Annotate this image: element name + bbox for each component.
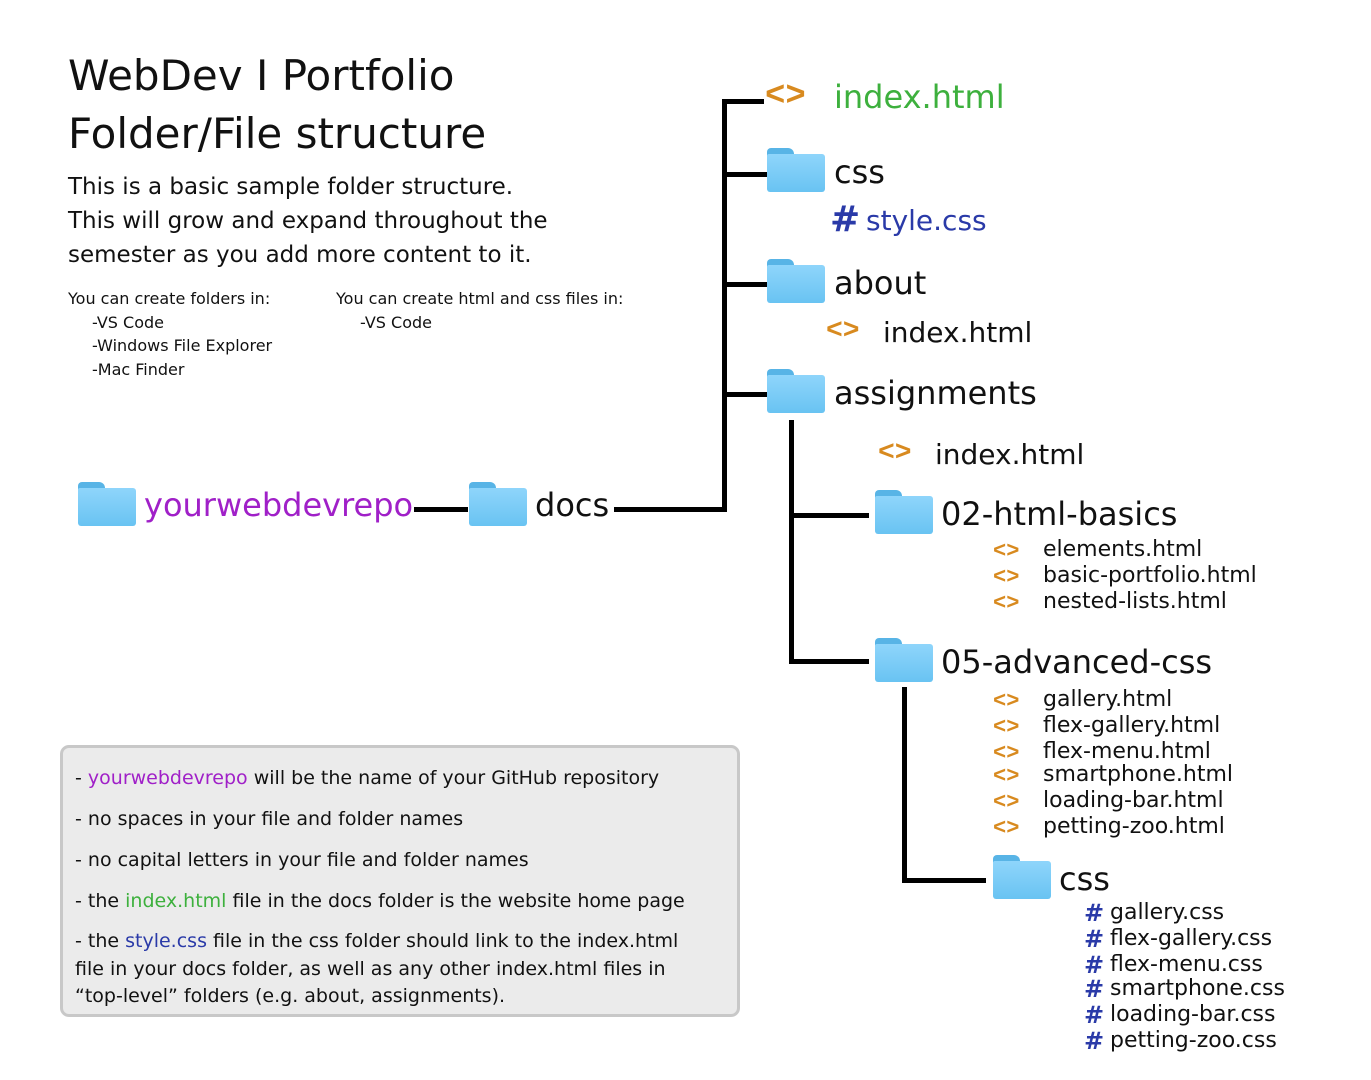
- style-css-file[interactable]: style.css: [866, 204, 987, 237]
- folder-icon[interactable]: [993, 855, 1051, 899]
- about-index-file[interactable]: index.html: [883, 316, 1033, 349]
- folder-icon[interactable]: [767, 369, 825, 413]
- assignments-folder-label[interactable]: assignments: [834, 374, 1037, 412]
- intro-text: This is a basic sample folder structure.…: [68, 170, 548, 272]
- css-file[interactable]: flex-menu.css: [1110, 952, 1263, 977]
- html-file[interactable]: elements.html: [1043, 537, 1203, 562]
- note-text: - the: [75, 930, 126, 952]
- html-tag-icon: <>: [826, 316, 860, 347]
- html-file[interactable]: loading-bar.html: [1043, 788, 1224, 813]
- html-tag-icon: <>: [993, 565, 1020, 590]
- branch-assignments: [722, 392, 767, 397]
- html-tag-icon: <>: [993, 689, 1020, 714]
- html-file[interactable]: flex-gallery.html: [1043, 713, 1221, 738]
- html-tag-icon: <>: [993, 816, 1020, 841]
- html-tag-icon: <>: [993, 790, 1020, 815]
- html-tag-icon: <>: [993, 591, 1020, 616]
- page-title: WebDev I Portfolio Folder/File structure: [68, 47, 486, 163]
- assignments-index-file[interactable]: index.html: [935, 438, 1085, 471]
- folder-icon[interactable]: [767, 259, 825, 303]
- create-folders-item: -Mac Finder: [92, 359, 185, 379]
- hash-icon: #: [1084, 1001, 1105, 1029]
- css-folder-label[interactable]: css: [834, 153, 885, 191]
- note-highlight-repo: yourwebdevrepo: [87, 767, 248, 789]
- folder-icon[interactable]: [469, 482, 527, 526]
- html-file[interactable]: petting-zoo.html: [1043, 814, 1225, 839]
- html-tag-icon: <>: [993, 741, 1020, 766]
- intro-line-2: This will grow and expand throughout the: [68, 208, 548, 234]
- create-folders-item: -VS Code: [92, 312, 164, 332]
- hash-icon: #: [830, 199, 861, 240]
- branch-html-basics: [789, 513, 869, 518]
- advanced-css-trunk-line: [902, 687, 907, 883]
- note-no-spaces: - no spaces in your file and folder name…: [75, 808, 464, 830]
- css-file[interactable]: gallery.css: [1110, 900, 1225, 925]
- branch-advanced-css-folder: [902, 878, 986, 883]
- intro-line-1: This is a basic sample folder structure.: [68, 174, 514, 200]
- branch-root-index: [722, 99, 764, 104]
- note-style-link-line3: “top-level” folders (e.g. about, assignm…: [75, 985, 506, 1007]
- css-file[interactable]: flex-gallery.css: [1110, 926, 1273, 951]
- html-file[interactable]: smartphone.html: [1043, 762, 1233, 787]
- branch-css: [722, 172, 767, 177]
- html-file[interactable]: gallery.html: [1043, 687, 1173, 712]
- root-index-file[interactable]: index.html: [834, 78, 1005, 116]
- html-file[interactable]: nested-lists.html: [1043, 589, 1227, 614]
- note-text: - the: [75, 890, 126, 912]
- folder-icon[interactable]: [875, 638, 933, 682]
- html-tag-icon: <>: [878, 438, 912, 469]
- note-text: -: [75, 767, 88, 789]
- html-basics-folder-label[interactable]: 02-html-basics: [941, 495, 1178, 533]
- nested-css-folder-label[interactable]: css: [1059, 860, 1110, 898]
- note-text: file in the css folder should link to th…: [206, 930, 679, 952]
- note-highlight-index: index.html: [125, 890, 227, 912]
- create-files-item: -VS Code: [360, 312, 432, 332]
- docs-trunk-line: [722, 99, 727, 512]
- hash-icon: #: [1084, 925, 1105, 953]
- css-file[interactable]: smartphone.css: [1110, 976, 1285, 1001]
- html-file[interactable]: flex-menu.html: [1043, 739, 1211, 764]
- note-repo-name: - yourwebdevrepo will be the name of you…: [75, 762, 725, 803]
- note-style-link: - the style.css file in the css folder s…: [75, 928, 725, 956]
- advanced-css-folder-label[interactable]: 05-advanced-css: [941, 643, 1213, 681]
- hash-icon: #: [1084, 951, 1105, 979]
- html-tag-icon: <>: [993, 715, 1020, 740]
- notes-box: - yourwebdevrepo will be the name of you…: [60, 745, 740, 1017]
- folder-icon[interactable]: [875, 490, 933, 534]
- branch-advanced-css: [789, 659, 869, 664]
- folder-icon[interactable]: [767, 148, 825, 192]
- folder-icon[interactable]: [78, 482, 136, 526]
- repo-label[interactable]: yourwebdevrepo: [144, 486, 414, 524]
- note-home-page: - the index.html file in the docs folder…: [75, 885, 725, 926]
- create-files-heading: You can create html and css files in:: [336, 289, 624, 308]
- title-line-1: WebDev I Portfolio: [68, 51, 455, 100]
- create-folders-heading: You can create folders in:: [68, 289, 271, 308]
- about-folder-label[interactable]: about: [834, 264, 927, 302]
- assignments-trunk-line: [789, 420, 794, 664]
- docs-label[interactable]: docs: [535, 486, 610, 524]
- branch-about: [722, 282, 767, 287]
- html-tag-icon: <>: [993, 764, 1020, 789]
- html-tag-icon: <>: [993, 539, 1020, 564]
- note-no-capitals: - no capital letters in your file and fo…: [75, 849, 529, 871]
- create-folders-block: You can create folders in: -VS Code -Win…: [68, 287, 272, 381]
- note-text: file in the docs folder is the website h…: [226, 890, 685, 912]
- title-line-2: Folder/File structure: [68, 109, 487, 158]
- hash-icon: #: [1084, 1027, 1105, 1055]
- note-style-link-line2: file in your docs folder, as well as any…: [75, 957, 666, 980]
- note-highlight-style: style.css: [125, 930, 207, 952]
- connector-docs-trunk: [614, 507, 727, 512]
- css-file[interactable]: loading-bar.css: [1110, 1002, 1276, 1027]
- html-tag-icon: <>: [765, 78, 806, 116]
- create-folders-item: -Windows File Explorer: [92, 336, 273, 355]
- hash-icon: #: [1084, 899, 1105, 927]
- create-files-block: You can create html and css files in: -V…: [336, 287, 623, 334]
- note-text: will be the name of your GitHub reposito…: [247, 767, 660, 789]
- css-file[interactable]: petting-zoo.css: [1110, 1028, 1277, 1053]
- hash-icon: #: [1084, 975, 1105, 1003]
- intro-line-3: semester as you add more content to it.: [68, 242, 532, 268]
- connector-repo-docs: [414, 507, 468, 512]
- html-file[interactable]: basic-portfolio.html: [1043, 563, 1257, 588]
